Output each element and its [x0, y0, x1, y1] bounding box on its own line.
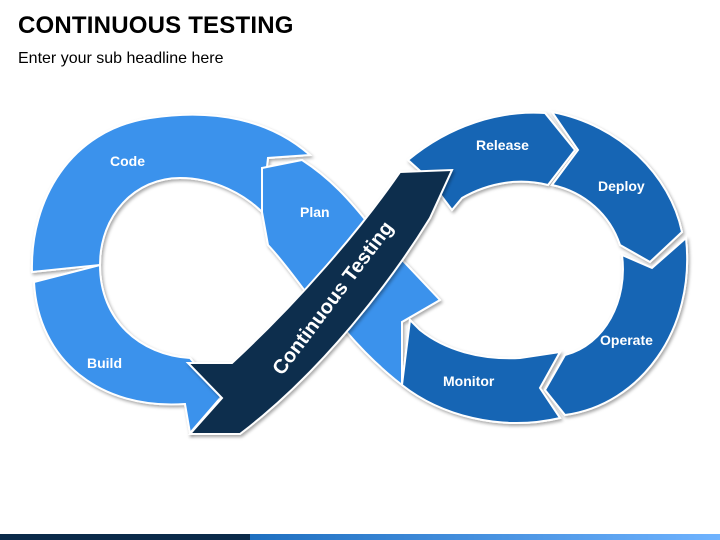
page-title: CONTINUOUS TESTING	[18, 12, 294, 39]
bottom-bar-dark	[0, 534, 250, 540]
label-build: Build	[87, 355, 122, 371]
label-operate: Operate	[600, 332, 653, 348]
label-release: Release	[476, 137, 529, 153]
label-deploy: Deploy	[598, 178, 645, 194]
label-code: Code	[110, 153, 145, 169]
label-plan: Plan	[300, 204, 330, 220]
page-subtitle: Enter your sub headline here	[18, 50, 224, 67]
bottom-accent-bar	[0, 534, 720, 540]
release-segment[interactable]	[406, 111, 577, 212]
label-monitor: Monitor	[443, 373, 495, 389]
bottom-bar-gradient	[250, 534, 720, 540]
deploy-segment[interactable]	[549, 110, 684, 264]
build-segment[interactable]	[32, 263, 224, 436]
operate-segment[interactable]	[543, 235, 689, 417]
monitor-segment[interactable]	[400, 317, 562, 424]
center-arrow	[185, 168, 454, 435]
right-loop	[343, 110, 689, 424]
code-segment[interactable]	[30, 113, 313, 274]
left-loop	[30, 113, 374, 436]
